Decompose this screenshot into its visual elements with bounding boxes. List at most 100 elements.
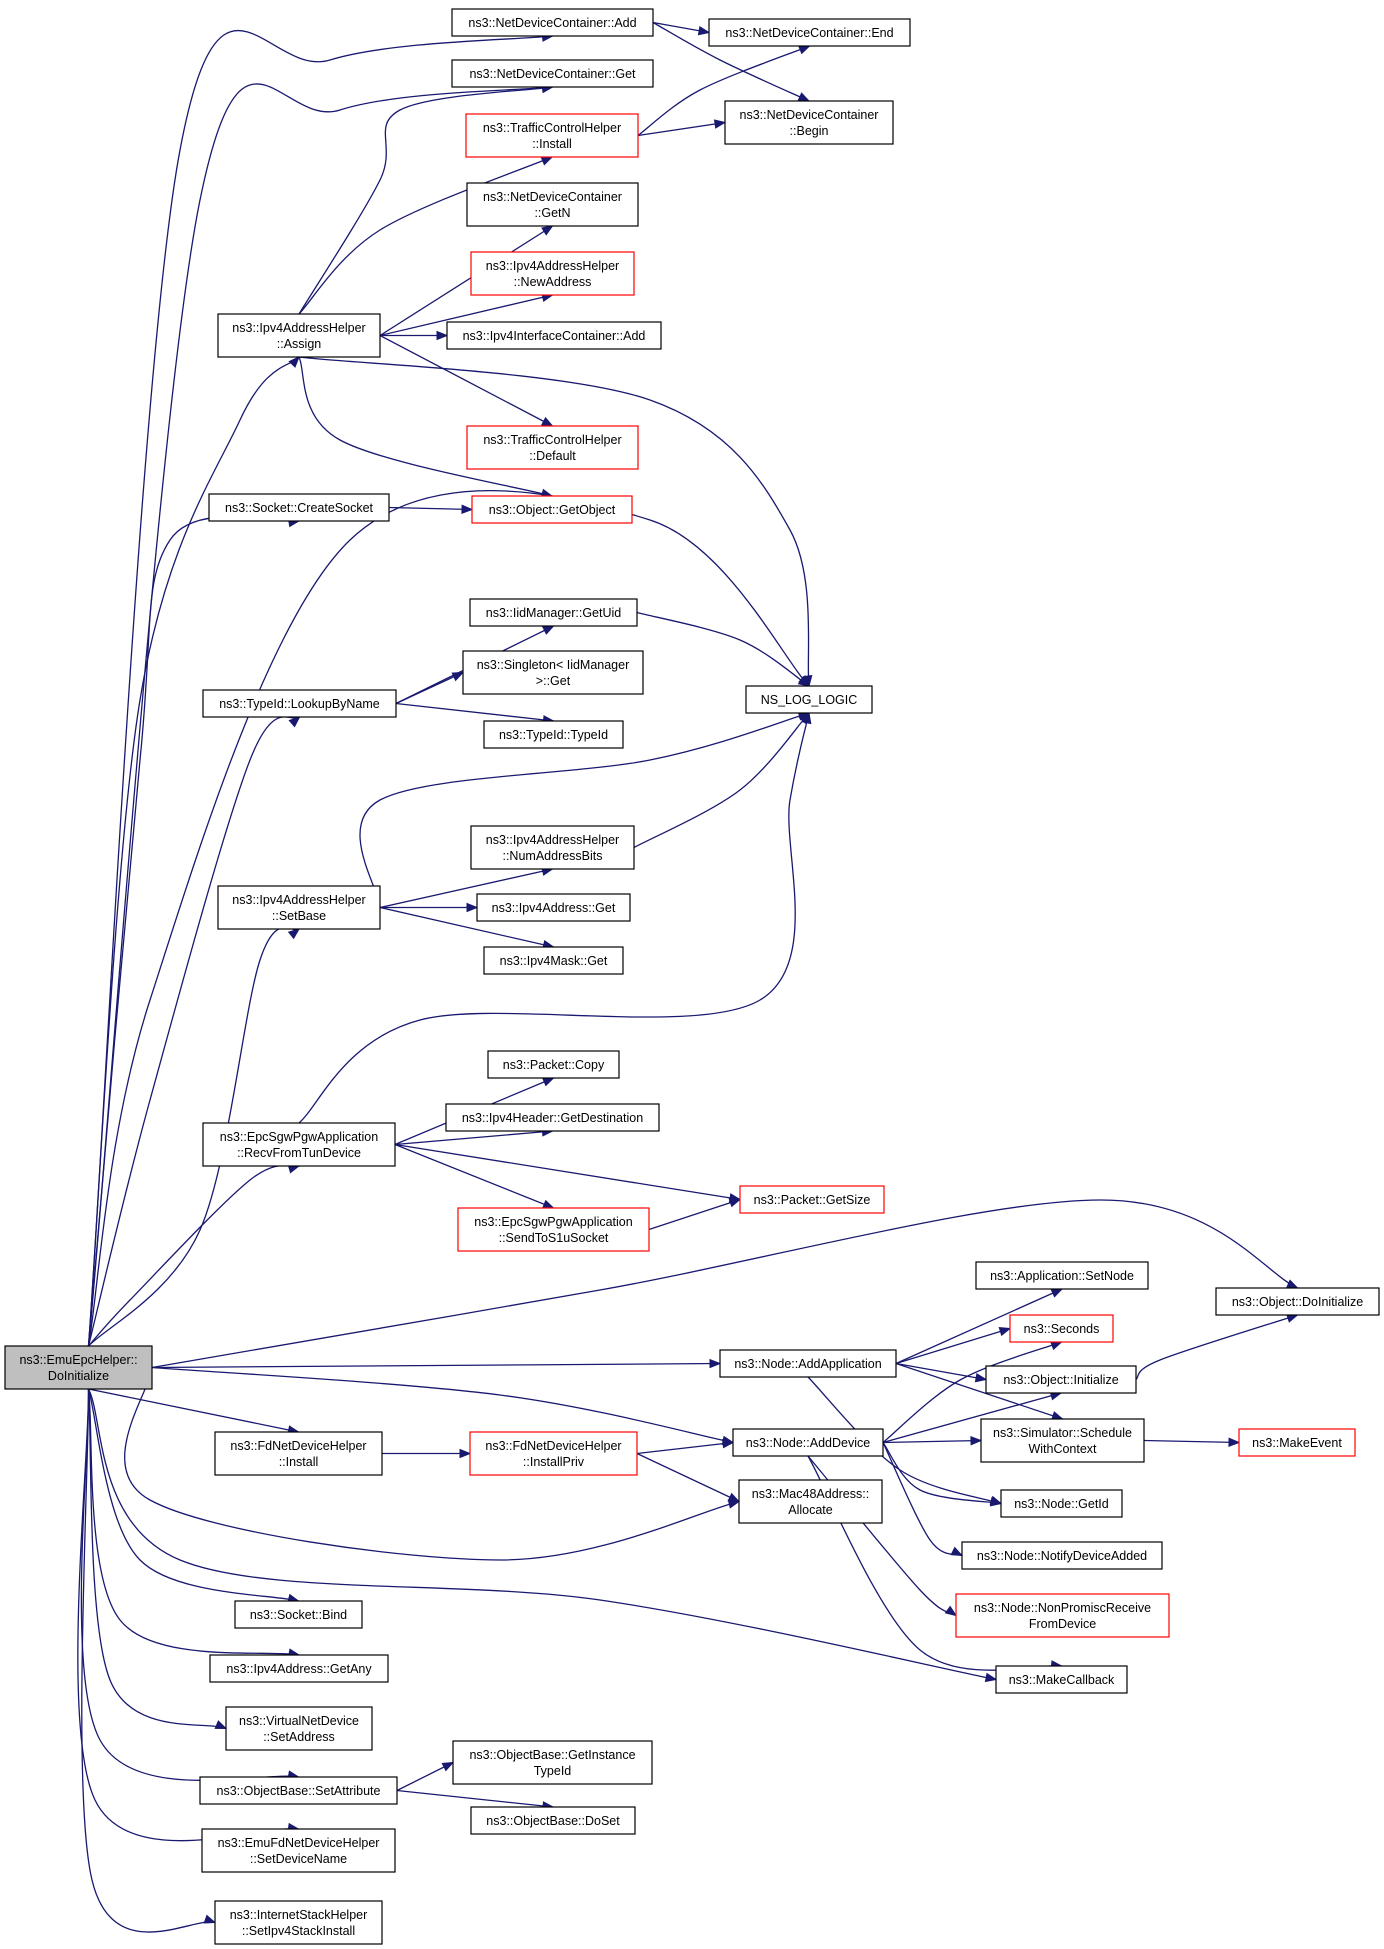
node-box <box>483 720 624 749</box>
function-node-iah-assign[interactable]: ns3::Ipv4AddressHelper::Assign <box>217 313 381 358</box>
function-node-iah-newaddr[interactable]: ns3::Ipv4AddressHelper::NewAddress <box>470 251 635 296</box>
function-node-vnd-setaddress[interactable]: ns3::VirtualNetDevice::SetAddress <box>225 1706 373 1751</box>
function-node-makecallback[interactable]: ns3::MakeCallback <box>995 1665 1128 1694</box>
function-node-ish-setipv4[interactable]: ns3::InternetStackHelper::SetIpv4StackIn… <box>214 1900 383 1945</box>
function-node-iah-setbase[interactable]: ns3::Ipv4AddressHelper::SetBase <box>217 885 381 930</box>
function-node-typeid-typeid[interactable]: ns3::TypeId::TypeId <box>483 720 624 749</box>
node-box <box>1215 1287 1380 1316</box>
function-node-packet-copy[interactable]: ns3::Packet::Copy <box>487 1050 620 1079</box>
call-edge-root-to-epc_recv <box>88 1164 301 1347</box>
call-edge-obj_init-to-obj_doinit <box>1135 1313 1299 1381</box>
function-node-app-setnode[interactable]: ns3::Application::SetNode <box>975 1261 1149 1290</box>
function-node-fdndh-installpriv[interactable]: ns3::FdNetDeviceHelper::InstallPriv <box>469 1431 638 1476</box>
function-node-node-getid[interactable]: ns3::Node::GetId <box>1000 1489 1123 1518</box>
node-box <box>457 1207 650 1252</box>
function-node-mac48-allocate[interactable]: ns3::Mac48Address::Allocate <box>738 1479 883 1524</box>
edge-line <box>298 712 810 1124</box>
call-edge-root-to-ns_log_logic <box>87 490 810 1347</box>
function-node-node-adddevice[interactable]: ns3::Node::AddDevice <box>732 1428 884 1457</box>
function-node-node-addapp[interactable]: ns3::Node::AddApplication <box>719 1349 897 1378</box>
function-node-sock-create[interactable]: ns3::Socket::CreateSocket <box>208 493 390 522</box>
call-edge-root-to-ish_setipv4 <box>81 1388 217 1933</box>
function-node-ob-doset[interactable]: ns3::ObjectBase::DoSet <box>470 1806 636 1835</box>
node-label-line: ns3::InternetStackHelper <box>230 1908 368 1922</box>
function-node-ipv4addr-get[interactable]: ns3::Ipv4Address::Get <box>476 893 631 922</box>
function-node-ndc-add[interactable]: ns3::NetDeviceContainer::Add <box>451 8 654 37</box>
function-node-emufd-setdevname[interactable]: ns3::EmuFdNetDeviceHelper::SetDeviceName <box>201 1828 396 1873</box>
node-box <box>451 8 654 37</box>
function-node-ob-setattr[interactable]: ns3::ObjectBase::SetAttribute <box>199 1776 398 1805</box>
edge-line <box>88 1388 299 1433</box>
function-node-ndc-get[interactable]: ns3::NetDeviceContainer::Get <box>451 59 654 88</box>
edge-line <box>395 671 464 705</box>
node-label-line: ::SendToS1uSocket <box>499 1231 609 1245</box>
function-node-fdndh-install[interactable]: ns3::FdNetDeviceHelper::Install <box>214 1431 383 1476</box>
function-node-root[interactable]: ns3::EmuEpcHelper::DoInitialize <box>4 1345 153 1390</box>
call-edge-node_adddevice-to-sim_schedule <box>882 1435 983 1446</box>
node-label-line: ns3::TrafficControlHelper <box>483 433 621 447</box>
function-node-ndc-getn[interactable]: ns3::NetDeviceContainer::GetN <box>466 182 639 227</box>
node-label-line: ns3::Node::AddApplication <box>734 1357 881 1371</box>
call-edge-epc_recv-to-packet_getsize <box>394 1143 742 1203</box>
edge-line <box>648 1198 741 1231</box>
node-label-line: ns3::Packet::GetSize <box>754 1193 871 1207</box>
edge-line <box>895 1362 1063 1420</box>
function-node-ns-log-logic[interactable]: NS_LOG_LOGIC <box>745 685 873 714</box>
node-box <box>466 182 639 227</box>
arrowhead-icon <box>541 625 555 635</box>
function-node-iidm-getuid[interactable]: ns3::IidManager::GetUid <box>469 598 638 627</box>
function-node-ndc-end[interactable]: ns3::NetDeviceContainer::End <box>708 18 911 47</box>
node-label-line: ::Default <box>529 449 576 463</box>
node-label-line: ::Install <box>532 137 572 151</box>
call-edge-node_adddevice-to-node_getid <box>882 1442 1003 1507</box>
node-box <box>724 100 894 145</box>
edge-line <box>379 294 553 337</box>
arrowhead-icon <box>461 504 474 514</box>
function-node-seconds[interactable]: ns3::Seconds <box>1009 1314 1114 1343</box>
node-label-line: ::Begin <box>790 124 829 138</box>
edge-line <box>636 611 810 687</box>
node-label-line: ::NewAddress <box>514 275 592 289</box>
function-node-sock-bind[interactable]: ns3::Socket::Bind <box>234 1600 363 1629</box>
node-box <box>214 1900 383 1945</box>
node-box <box>225 1706 373 1751</box>
function-node-typeid-lookup[interactable]: ns3::TypeId::LookupByName <box>202 689 397 718</box>
function-node-tch-install[interactable]: ns3::TrafficControlHelper::Install <box>465 113 639 158</box>
node-label-line: Allocate <box>788 1503 833 1517</box>
arrowhead-icon <box>797 92 811 102</box>
function-node-epc-sendtos1u[interactable]: ns3::EpcSgwPgwApplication::SendToS1uSock… <box>457 1207 650 1252</box>
arrowhead-icon <box>974 1372 988 1383</box>
node-label-line: ns3::Ipv4AddressHelper <box>486 833 619 847</box>
edge-line <box>882 1442 1002 1505</box>
function-node-iic-add[interactable]: ns3::Ipv4InterfaceContainer::Add <box>446 321 662 350</box>
function-node-tch-default[interactable]: ns3::TrafficControlHelper::Default <box>466 425 639 470</box>
function-node-ipv4mask-get[interactable]: ns3::Ipv4Mask::Get <box>483 946 624 975</box>
function-node-iah-numaddrbits[interactable]: ns3::Ipv4AddressHelper::NumAddressBits <box>470 825 635 870</box>
node-label-line: ns3::Ipv4Address::GetAny <box>226 1662 372 1676</box>
function-node-ndc-begin[interactable]: ns3::NetDeviceContainer::Begin <box>724 100 894 145</box>
function-node-obj-getobject[interactable]: ns3::Object::GetObject <box>471 495 633 524</box>
call-edge-iah_numaddrbits-to-ns_log_logic <box>633 711 810 849</box>
function-node-obj-init[interactable]: ns3::Object::Initialize <box>985 1365 1137 1394</box>
node-box <box>476 893 631 922</box>
node-box <box>201 1828 396 1873</box>
node-label-line: ns3::VirtualNetDevice <box>239 1714 359 1728</box>
function-node-makeevent[interactable]: ns3::MakeEvent <box>1238 1428 1356 1457</box>
function-node-node-notify[interactable]: ns3::Node::NotifyDeviceAdded <box>961 1541 1163 1570</box>
function-node-epc-recv[interactable]: ns3::EpcSgwPgwApplication::RecvFromTunDe… <box>202 1122 396 1167</box>
function-node-packet-getsize[interactable]: ns3::Packet::GetSize <box>739 1185 885 1214</box>
function-node-singleton-get[interactable]: ns3::Singleton< IidManager>::Get <box>462 650 644 695</box>
call-edge-iidm_getuid-to-ns_log_logic <box>636 611 811 687</box>
function-node-obj-doinit[interactable]: ns3::Object::DoInitialize <box>1215 1287 1380 1316</box>
function-node-ipv4hdr-getdest[interactable]: ns3::Ipv4Header::GetDestination <box>445 1103 660 1132</box>
node-box <box>208 493 390 522</box>
edge-line <box>379 225 553 337</box>
function-node-ipv4addr-getany[interactable]: ns3::Ipv4Address::GetAny <box>209 1654 389 1683</box>
call-edge-iah_assign-to-ndc_getn <box>379 225 554 337</box>
node-label-line: >::Get <box>536 674 571 688</box>
node-box <box>469 598 638 627</box>
call-edge-iah_assign-to-ns_log_logic <box>298 356 813 688</box>
